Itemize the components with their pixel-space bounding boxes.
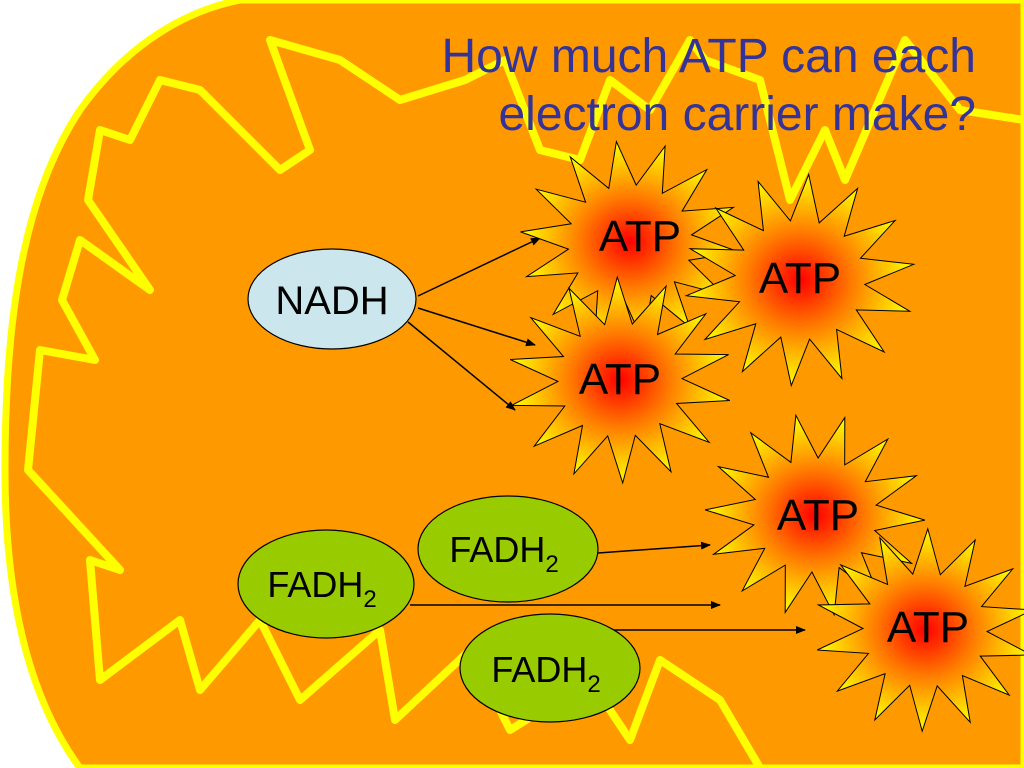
nadh-ellipse — [247, 248, 417, 350]
inner-membrane-cristae — [24, 36, 1024, 768]
fadh2-ellipse-top — [417, 495, 599, 603]
atp-starburst-4-label: ATP — [777, 491, 859, 540]
arrow-nadh-atp-lower — [407, 321, 516, 411]
fadh2-ellipse-left — [237, 529, 415, 639]
fadh2-label-bottom: FADH2 — [491, 649, 600, 698]
fadh2-label-left: FADH2 — [267, 564, 376, 613]
slide-title: How much ATP can each electron carrier m… — [276, 28, 977, 144]
atp-starburst-5-label: ATP — [887, 603, 969, 652]
title-line-2: electron carrier make? — [498, 88, 976, 141]
arrow-nadh-atp3 — [417, 307, 536, 347]
fadh2-label-top: FADH2 — [449, 529, 558, 578]
arrow-nadh-atp1 — [417, 237, 541, 297]
fadh2-ellipse-bottom — [459, 613, 641, 723]
nadh-label: NADH — [275, 279, 388, 323]
atp-starburst-5 — [816, 527, 1024, 733]
atp-starburst-3-label: ATP — [579, 355, 661, 404]
atp-starburst-2-label: ATP — [759, 254, 841, 303]
atp-starburst-3 — [509, 275, 731, 485]
atp-starburst-1-label: ATP — [599, 212, 681, 261]
atp-starburst-2 — [684, 172, 916, 388]
atp-starburst-1 — [520, 139, 740, 345]
atp-starbursts: ATP ATP ATP ATP ATP — [509, 139, 1024, 733]
title-line-1: How much ATP can each — [441, 30, 977, 83]
arrows — [407, 237, 806, 634]
arrow-fadh-top-atp4 — [597, 541, 711, 554]
